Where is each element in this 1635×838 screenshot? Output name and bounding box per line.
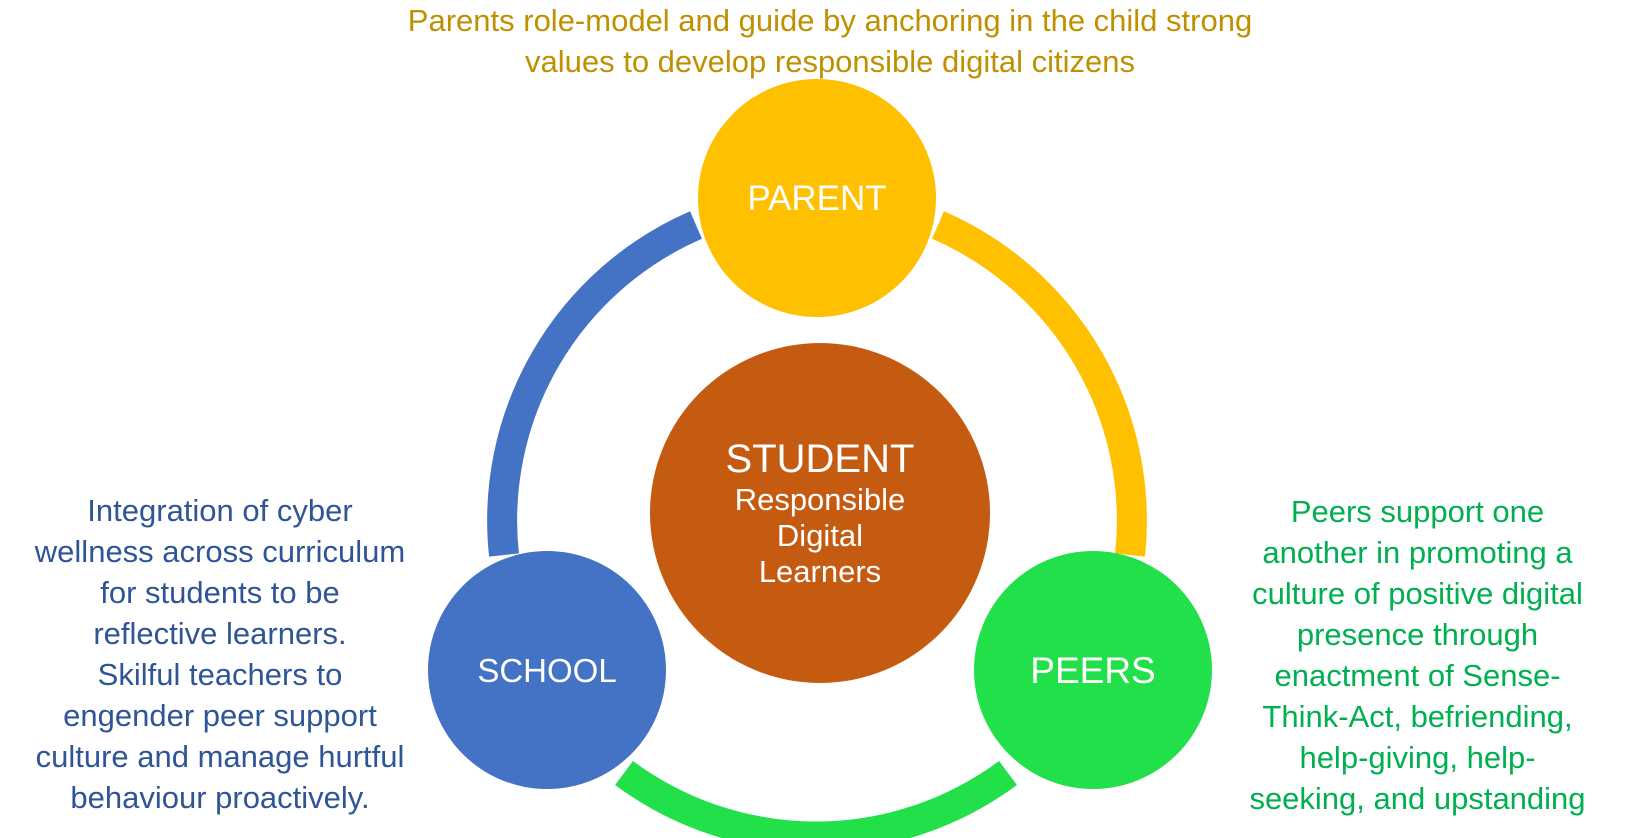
caption-line: Peers support one: [1290, 494, 1545, 529]
school-node: SCHOOL: [428, 551, 666, 789]
parent-label: PARENT: [747, 179, 886, 218]
parent-to-peers-arc: [932, 211, 1147, 557]
parent-circle: [698, 79, 936, 317]
caption-line: reflective learners.: [93, 616, 347, 651]
caption-line: Parents role-model and guide by anchorin…: [407, 3, 1253, 38]
school-label: SCHOOL: [477, 652, 616, 689]
student-node: STUDENT Responsible Digital Learners: [650, 343, 990, 683]
student-circle: [650, 343, 990, 683]
peers-circle: [974, 551, 1212, 789]
caption-line: Integration of cyber: [87, 493, 353, 528]
caption-line: engender peer support: [63, 698, 377, 733]
school-to-parent-arc: [487, 211, 702, 557]
caption-line: values to develop responsible digital ci…: [524, 44, 1136, 79]
parent-node: PARENT: [698, 79, 936, 317]
student-title: STUDENT: [726, 437, 915, 481]
caption-line: seeking, and upstanding: [1249, 781, 1586, 816]
student-subtitle-line: Responsible: [735, 482, 906, 517]
caption-line: wellness across curriculum: [34, 534, 406, 569]
caption-line: culture and manage hurtful: [35, 739, 405, 774]
parent-caption: Parents role-model and guide by anchorin…: [330, 0, 1330, 82]
caption-line: for students to be: [100, 575, 340, 610]
peers-caption: Peers support one another in promoting a…: [1200, 491, 1635, 819]
peers-label: PEERS: [1030, 650, 1155, 691]
peers-node: PEERS: [974, 551, 1212, 789]
caption-line: help-giving, help-: [1299, 740, 1536, 775]
caption-line: enactment of Sense-: [1274, 658, 1561, 693]
school-circle: [428, 551, 666, 789]
caption-line: Think-Act, befriending,: [1262, 699, 1573, 734]
student-subtitle-line: Learners: [759, 554, 881, 589]
school-caption: Integration of cyber wellness across cur…: [0, 490, 440, 818]
caption-line: presence through: [1296, 617, 1539, 652]
caption-line: behaviour proactively.: [70, 780, 370, 815]
student-subtitle-line: Digital: [777, 518, 863, 553]
caption-line: another in promoting a: [1262, 535, 1573, 570]
caption-line: culture of positive digital: [1252, 576, 1583, 611]
peers-to-school-arc: [615, 760, 1017, 838]
caption-line: Skilful teachers to: [97, 657, 343, 692]
